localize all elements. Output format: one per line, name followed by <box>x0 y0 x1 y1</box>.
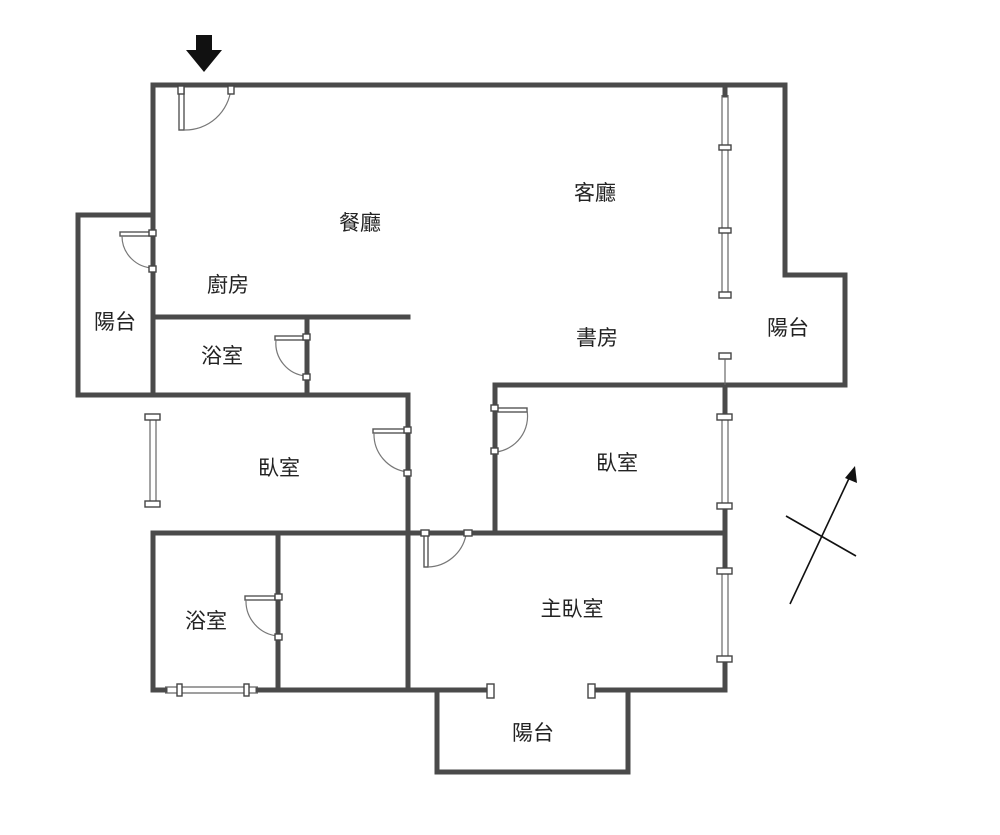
bath-door-icon <box>244 593 283 641</box>
walls <box>75 82 848 775</box>
room-label-kitchen: 廚房 <box>207 273 249 297</box>
room-label-study: 書房 <box>576 326 618 350</box>
bedroom-door-icon <box>490 404 529 455</box>
room-label-balcony-west: 陽台 <box>94 310 136 334</box>
balcony-door-icon <box>119 229 157 273</box>
bedroom-door-icon <box>372 426 412 477</box>
room-label-balcony-east: 陽台 <box>767 316 809 340</box>
room-label-dining: 餐廳 <box>339 211 381 235</box>
entrance-door-icon <box>177 85 235 131</box>
room-label-bedroom-1: 臥室 <box>258 456 300 480</box>
room-label-balcony-south: 陽台 <box>512 721 554 745</box>
room-label-master-bedroom: 主臥室 <box>541 597 604 621</box>
windows <box>144 95 733 699</box>
master-door-icon <box>420 529 473 568</box>
room-label-bath-1: 浴室 <box>201 344 243 368</box>
room-label-living: 客廳 <box>574 181 616 205</box>
north-compass-icon <box>785 466 857 605</box>
room-label-bath-2: 浴室 <box>185 609 227 633</box>
entrance-arrow-icon <box>186 35 222 72</box>
room-labels: 餐廳 客廳 廚房 陽台 浴室 書房 陽台 臥室 臥室 浴室 主臥室 陽台 <box>94 181 809 745</box>
doors <box>119 85 529 641</box>
bath-door-icon <box>274 333 311 381</box>
room-label-bedroom-2: 臥室 <box>596 451 638 475</box>
